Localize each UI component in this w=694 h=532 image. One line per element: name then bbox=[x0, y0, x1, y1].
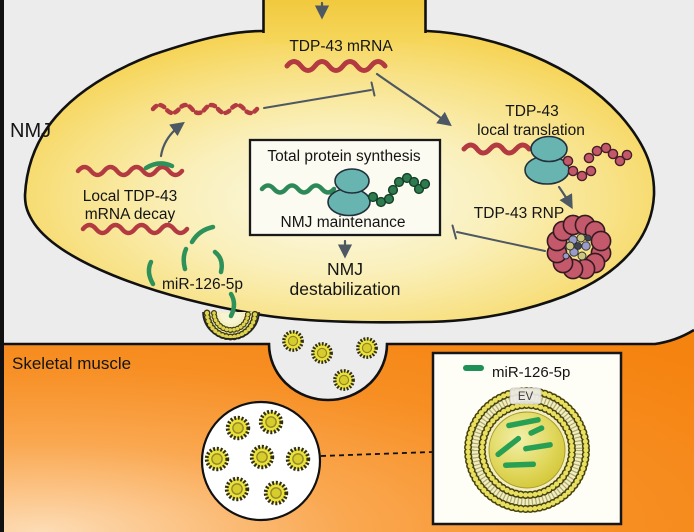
muscle-membrane-outline bbox=[0, 328, 694, 402]
fusing-ev-cup bbox=[202, 309, 260, 341]
ev-cluster-callout bbox=[200, 400, 433, 522]
protein-synthesis-box: Total protein synthesis NMJ maintenance bbox=[248, 138, 442, 237]
rnp-granule bbox=[546, 214, 612, 280]
tdp43-rnp-label: TDP-43 RNP bbox=[474, 205, 564, 222]
mir-dashes-in-bouton bbox=[146, 224, 237, 319]
decayed-inhibits-mrna-line bbox=[263, 89, 372, 109]
tdp43-mrna-label: TDP-43 mRNA bbox=[289, 38, 393, 55]
mrna-to-translation-arrow bbox=[375, 72, 452, 127]
local-translation-line1: TDP-43 bbox=[505, 103, 558, 120]
decayed-mrna-strand bbox=[150, 102, 260, 116]
decay-label-line2: mRNA decay bbox=[85, 206, 176, 223]
decay-to-decayed-arrow bbox=[159, 121, 185, 158]
nascent-protein-green bbox=[367, 172, 431, 208]
red-mrna-into-ribosome bbox=[461, 142, 532, 156]
ev-tag-label: EV bbox=[518, 391, 534, 403]
local-mrna-decay-node: Local TDP-43 mRNA decay bbox=[75, 121, 190, 236]
box-top-label: Total protein synthesis bbox=[267, 148, 421, 165]
mir-bars-in-ev bbox=[495, 417, 553, 468]
ribosome-box bbox=[327, 168, 371, 217]
nascent-tdp43-pink bbox=[562, 142, 633, 182]
inhibition-bar-2 bbox=[451, 224, 457, 240]
ev-inset-box: EV miR-126-5p bbox=[431, 351, 623, 526]
local-translation-line2: local translation bbox=[477, 122, 585, 139]
mirna-cap bbox=[143, 161, 175, 171]
tdp43-mrna-node: TDP-43 mRNA bbox=[284, 38, 393, 73]
tdp43-mrna-strand bbox=[284, 59, 388, 73]
translation-to-rnp-arrow bbox=[557, 185, 573, 210]
callout-dashed-connector bbox=[320, 451, 433, 457]
destabilization-line1: NMJ bbox=[327, 259, 363, 279]
figure-left-border bbox=[0, 0, 4, 532]
nmj-region-label: NMJ bbox=[10, 120, 51, 142]
ev-tag: EV bbox=[509, 387, 542, 405]
mrna-with-mirna bbox=[75, 164, 185, 178]
mrna-connectors bbox=[263, 72, 452, 127]
skeletal-muscle-label: Skeletal muscle bbox=[12, 354, 131, 373]
destabilization-line2: destabilization bbox=[290, 279, 401, 299]
decay-label-line1: Local TDP-43 bbox=[83, 188, 177, 205]
mir-label-bouton: miR-126-5p bbox=[162, 276, 243, 293]
inset-legend-label: miR-126-5p bbox=[492, 364, 570, 381]
axon-stem bbox=[262, 0, 427, 44]
inhibition-bar bbox=[370, 81, 376, 97]
tdp43-rnp-node: TDP-43 RNP bbox=[451, 205, 612, 280]
rnp-inhibits-box-line bbox=[456, 231, 546, 252]
box-bottom-label: NMJ maintenance bbox=[281, 214, 406, 231]
local-translation-node: TDP-43 local translation bbox=[461, 103, 633, 210]
green-mrna-strand bbox=[259, 183, 337, 195]
mrna-strand-2 bbox=[80, 222, 190, 236]
inset-legend: miR-126-5p bbox=[463, 364, 570, 381]
mir-legend-swatch bbox=[463, 365, 484, 371]
